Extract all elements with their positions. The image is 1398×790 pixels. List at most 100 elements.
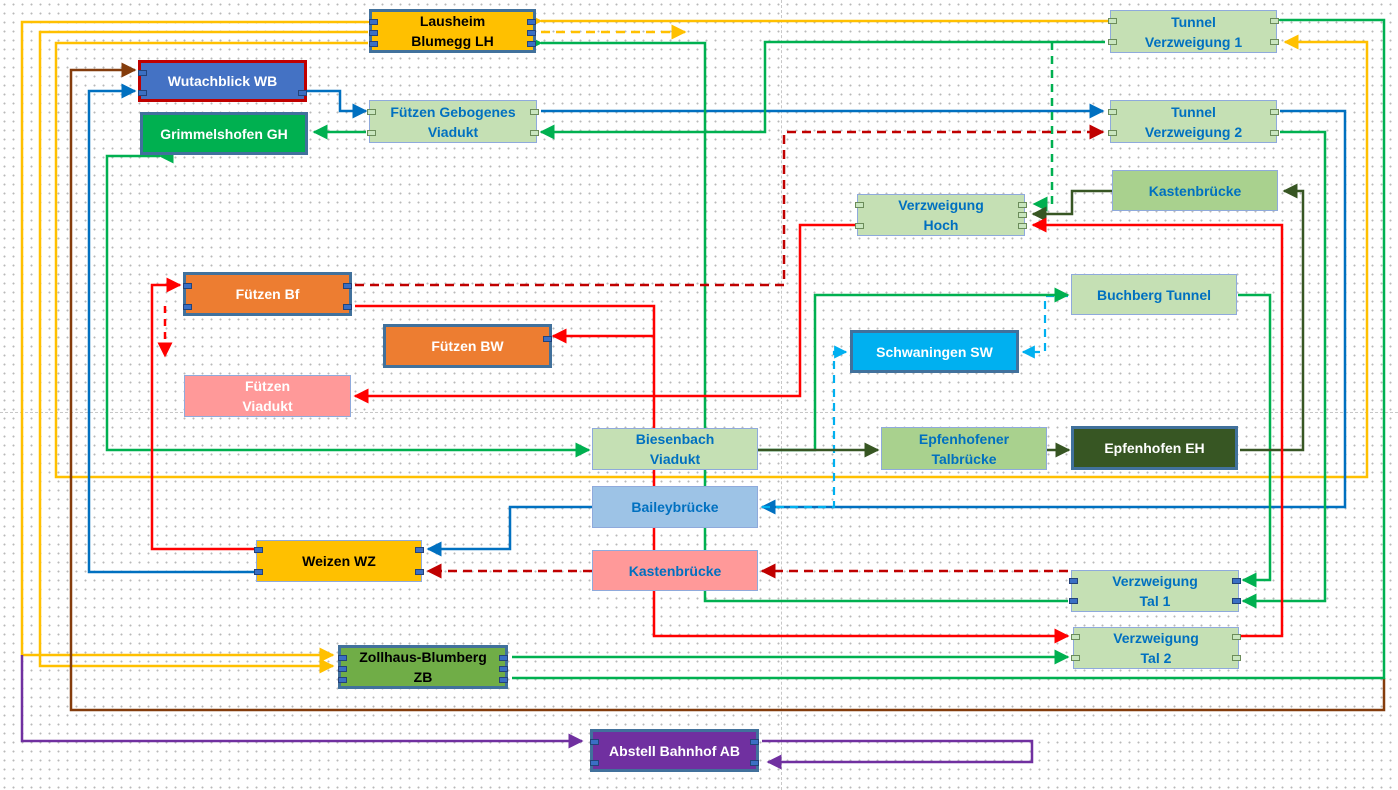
node-fuetzen-viadukt[interactable]: Fützen Viadukt	[184, 375, 351, 417]
wire-lightblue-bailey-sw	[762, 345, 848, 509]
port	[1108, 130, 1117, 136]
node-verzweigung-tal-1-label: Verzweigung Tal 1	[1112, 573, 1198, 609]
wire-green-tunnel1-fg	[539, 40, 1105, 140]
node-fuetzen-bw[interactable]: Fützen BW	[383, 324, 552, 368]
wire-purple-ab-left	[20, 655, 584, 749]
port	[415, 547, 424, 553]
node-verzweigung-hoch[interactable]: Verzweigung Hoch	[855, 194, 1027, 236]
wire-darkgreen-kasten-hoch	[1031, 189, 1112, 222]
node-kastenbruecke-top[interactable]: Kastenbrücke	[1112, 170, 1278, 211]
port	[590, 739, 599, 745]
node-weizen-label: Weizen WZ	[302, 553, 376, 569]
port	[855, 202, 864, 208]
port	[1270, 109, 1279, 115]
node-fuetzen-bf[interactable]: Fützen Bf	[183, 272, 352, 316]
node-verzweigung-hoch-label: Verzweigung Hoch	[898, 197, 984, 233]
node-biesenbach-viadukt-label: Biesenbach Viadukt	[635, 431, 715, 467]
wire-blue-weizen-wb	[87, 83, 255, 574]
port	[183, 283, 192, 289]
port	[499, 655, 508, 661]
port	[530, 130, 539, 136]
node-schwaningen-label: Schwaningen SW	[876, 343, 993, 360]
port	[527, 30, 536, 36]
wire-red-fbf-kasten	[355, 304, 1070, 644]
node-baileybruecke-label: Baileybrücke	[631, 499, 719, 515]
node-baileybruecke[interactable]: Baileybrücke	[592, 486, 758, 528]
port	[338, 666, 347, 672]
port	[1232, 598, 1241, 604]
node-fuetzen-gebogenes-viadukt[interactable]: Fützen Gebogenes Viadukt	[367, 100, 539, 143]
node-grimmelshofen-label: Grimmelshofen GH	[160, 125, 288, 142]
port	[1108, 39, 1117, 45]
node-verzweigung-tal-2-label: Verzweigung Tal 2	[1113, 630, 1199, 666]
port	[254, 547, 263, 553]
node-tunnel-verzweigung-2[interactable]: Tunnel Verzweigung 2	[1108, 100, 1279, 143]
wire-purple-ab-loop	[762, 739, 1034, 770]
node-tunnel-verzweigung-2-label: Tunnel Verzweigung 2	[1144, 103, 1243, 140]
port	[1270, 39, 1279, 45]
wire-green-tunnel2-tal1	[1241, 130, 1327, 609]
port	[750, 760, 759, 766]
wire-red-tal2-hoch	[1031, 217, 1284, 638]
node-fuetzen-viadukt-label: Fützen Viadukt	[242, 378, 293, 414]
node-epfenhofen-eh-label: Epfenhofen EH	[1104, 440, 1205, 456]
port	[369, 19, 378, 25]
wire-green-tunnel1-hoch-dashed	[1032, 42, 1054, 212]
wire-brown-wb-outer	[69, 62, 1386, 712]
port	[138, 90, 147, 96]
wire-blue-bailey-weizen	[426, 505, 592, 557]
port	[1018, 223, 1027, 229]
port	[343, 304, 352, 310]
port	[415, 569, 424, 575]
port	[499, 666, 508, 672]
node-verzweigung-tal-1[interactable]: Verzweigung Tal 1	[1069, 570, 1241, 612]
node-wutachblick[interactable]: Wutachblick WB	[138, 60, 307, 102]
node-epfenhofen-eh[interactable]: Epfenhofen EH	[1071, 426, 1238, 470]
node-fuetzen-bf-label: Fützen Bf	[235, 286, 300, 302]
node-tunnel-verzweigung-1[interactable]: Tunnel Verzweigung 1	[1108, 10, 1279, 53]
node-kastenbruecke-mid[interactable]: Kastenbrücke	[592, 550, 758, 591]
node-kastenbruecke-top-label: Kastenbrücke	[1148, 182, 1242, 199]
node-abstell-bahnhof[interactable]: Abstell Bahnhof AB	[590, 729, 759, 772]
port	[1071, 634, 1080, 640]
port	[1270, 18, 1279, 24]
node-fuetzen-bw-label: Fützen BW	[431, 338, 504, 354]
port	[590, 760, 599, 766]
port	[543, 336, 552, 342]
port	[527, 41, 536, 47]
node-epfenhofener-talbruecke[interactable]: Epfenhofener Talbrücke	[881, 427, 1047, 470]
node-biesenbach-viadukt[interactable]: Biesenbach Viadukt	[592, 428, 758, 470]
port	[527, 19, 536, 25]
node-verzweigung-tal-2[interactable]: Verzweigung Tal 2	[1071, 627, 1241, 669]
node-schwaningen[interactable]: Schwaningen SW	[850, 330, 1019, 373]
port	[298, 90, 307, 96]
port	[1108, 18, 1117, 24]
wire-yellow-lh-left-2	[38, 30, 368, 674]
port	[254, 569, 263, 575]
node-buchberg-tunnel[interactable]: Buchberg Tunnel	[1071, 274, 1237, 315]
port	[369, 30, 378, 36]
port	[338, 677, 347, 683]
node-weizen[interactable]: Weizen WZ	[254, 540, 424, 582]
wire-red-weizen-fbf	[150, 277, 255, 551]
port	[183, 304, 192, 310]
port	[530, 109, 539, 115]
node-zollhaus-blumberg[interactable]: Zollhaus-Blumberg ZB	[338, 645, 508, 689]
node-grimmelshofen[interactable]: Grimmelshofen GH	[140, 112, 308, 155]
port	[1108, 109, 1117, 115]
node-epfenhofener-talbruecke-label: Epfenhofener Talbrücke	[918, 430, 1010, 467]
wire-green-lh-tal1	[527, 35, 1068, 603]
port	[1018, 212, 1027, 218]
node-tunnel-verzweigung-1-label: Tunnel Verzweigung 1	[1144, 13, 1243, 50]
wire-green-buchberg-tal1	[1238, 293, 1272, 588]
node-lausheim-blumegg[interactable]: Lausheim Blumegg LH	[369, 9, 536, 53]
port	[1069, 598, 1078, 604]
wire-green-gh-biesenbach	[105, 148, 591, 458]
node-kastenbruecke-mid-label: Kastenbrücke	[628, 562, 722, 579]
page-grid-guide-horizontal	[0, 412, 1398, 413]
node-wutachblick-label: Wutachblick WB	[167, 73, 278, 89]
port	[367, 130, 376, 136]
port	[1232, 578, 1241, 584]
wire-darkgreen-eh-kasten	[1240, 183, 1305, 452]
